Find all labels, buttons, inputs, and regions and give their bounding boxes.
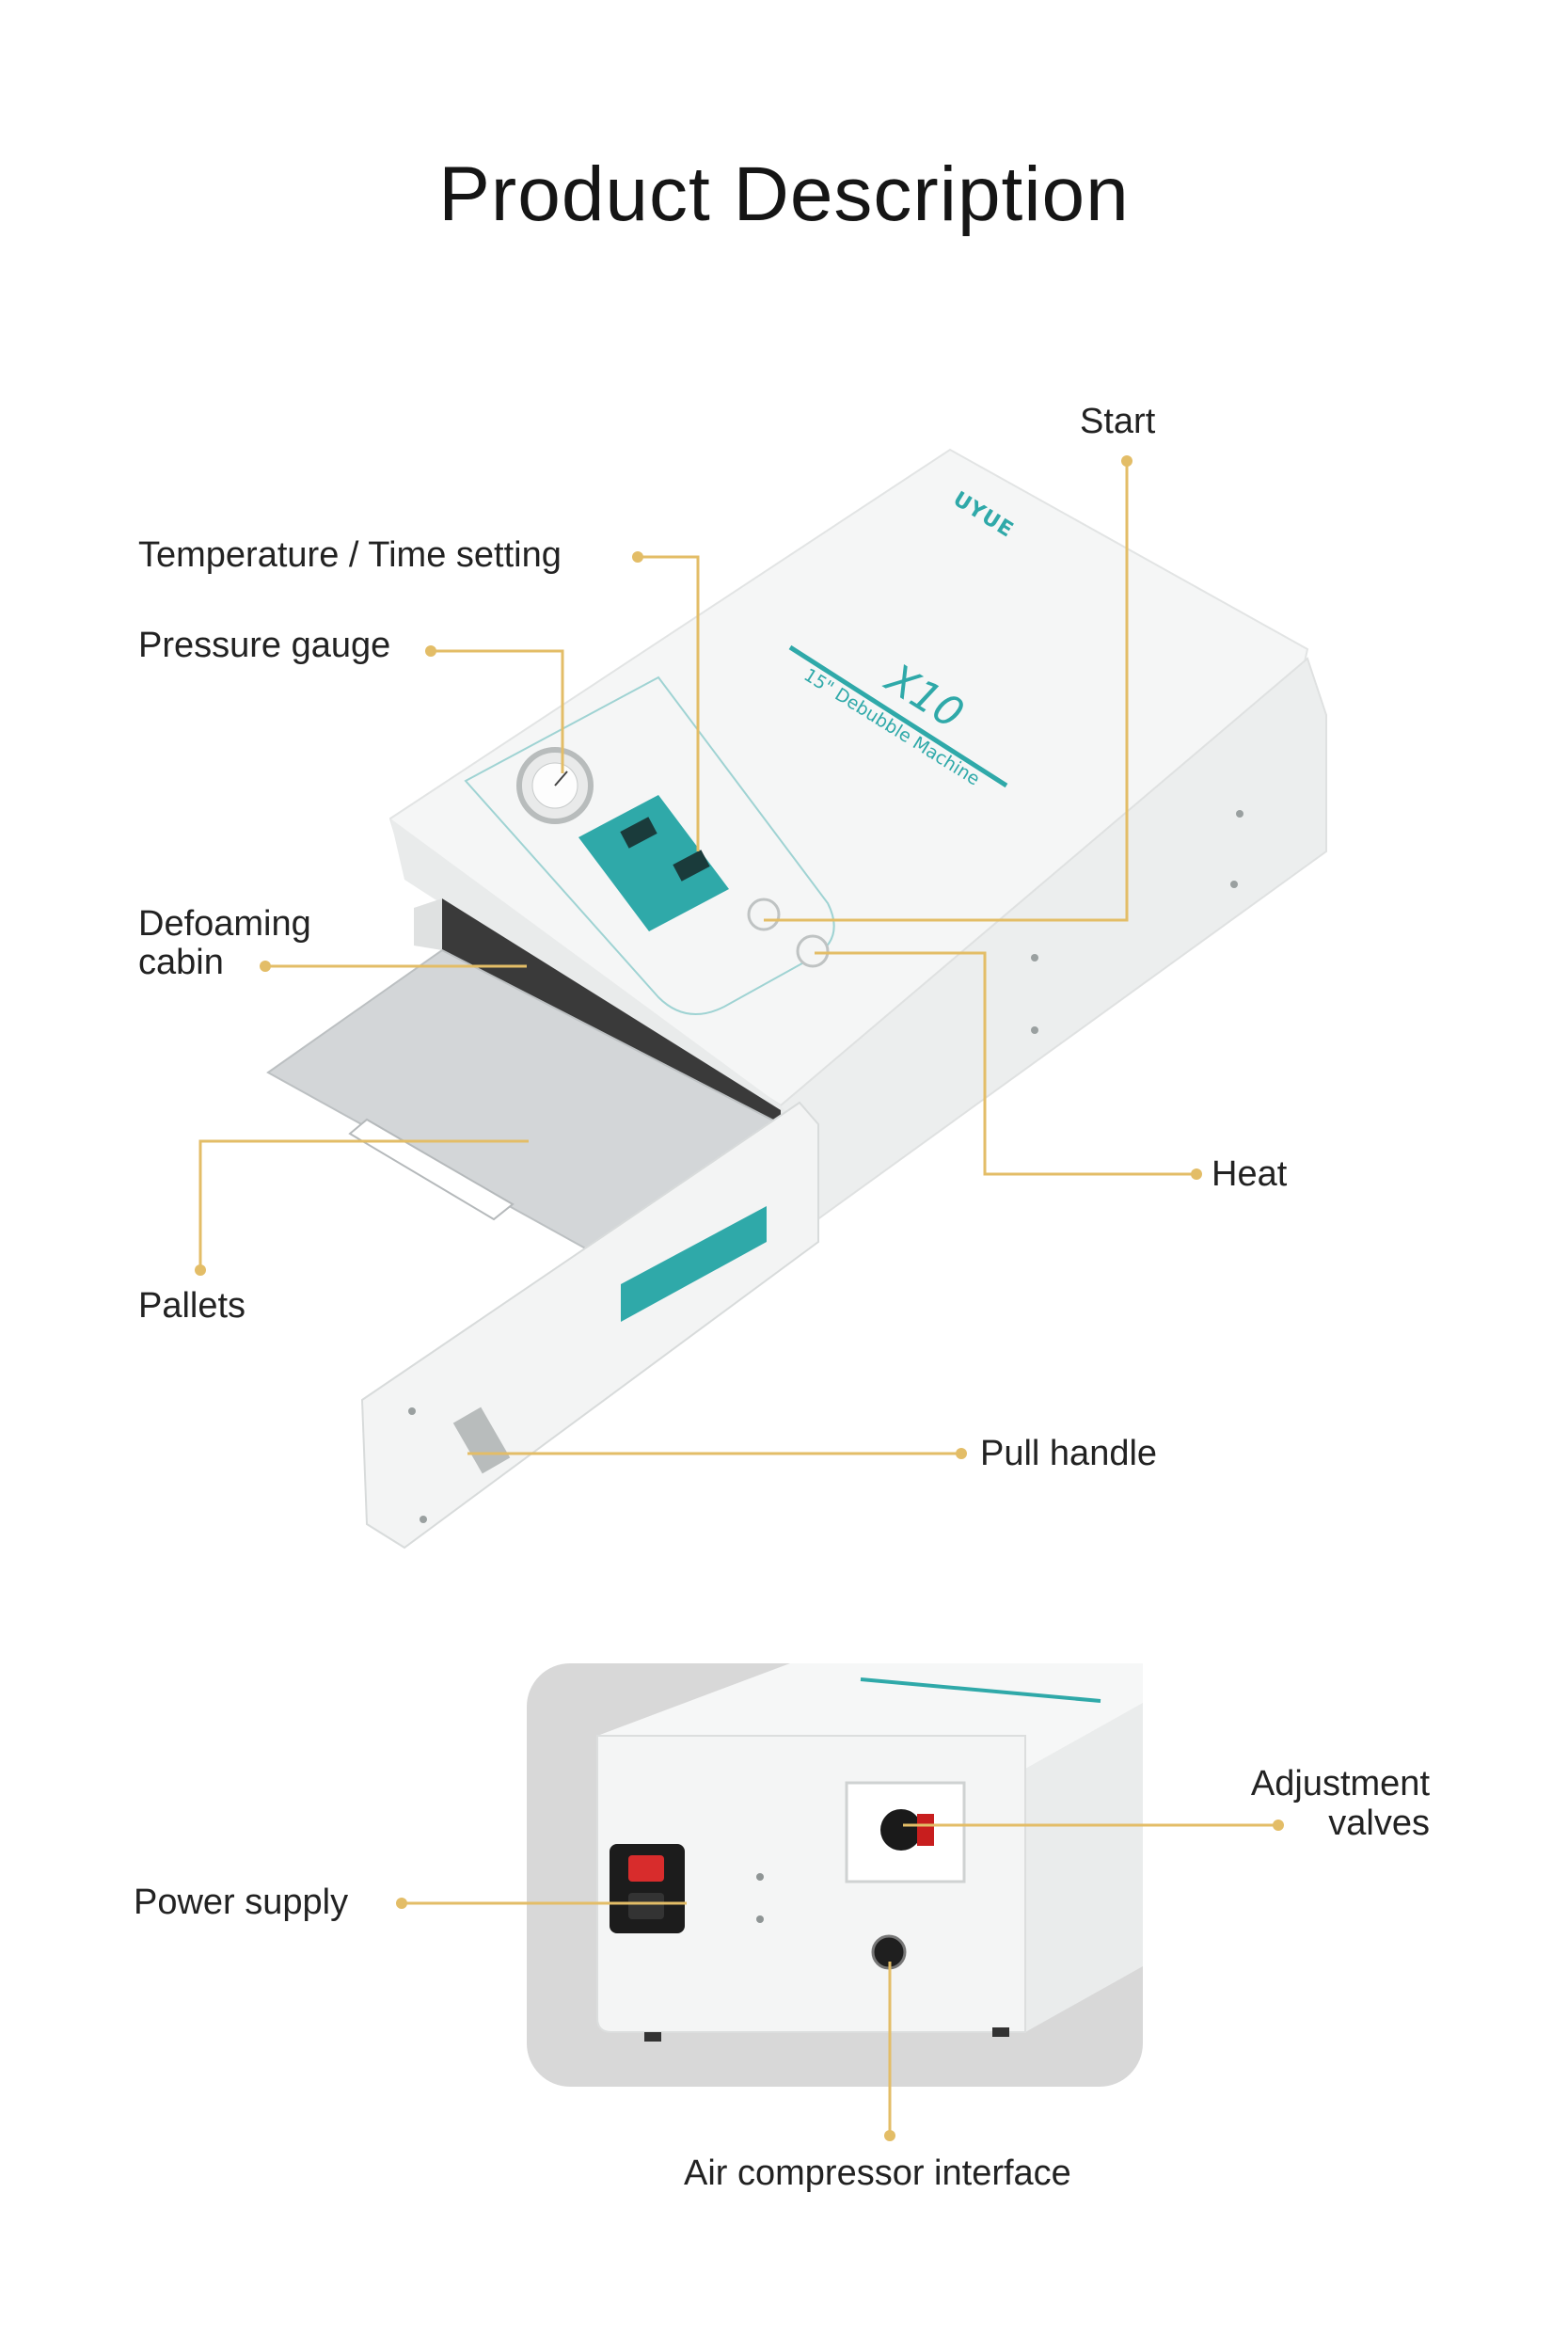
label-power-supply: Power supply (134, 1883, 349, 1922)
label-temperature-time: Temperature / Time setting (138, 535, 562, 575)
label-adjustment-line1: Adjustment (1250, 1764, 1430, 1804)
pull-handle-graphic (452, 1406, 511, 1474)
callout-line-start (764, 463, 1129, 922)
label-defoaming-line2: cabin (138, 943, 224, 982)
machine-front-edge (390, 818, 800, 1129)
heat-button-graphic (796, 934, 830, 968)
start-button-graphic (747, 898, 781, 931)
callout-line-pallets (198, 1139, 529, 1270)
label-pressure-gauge: Pressure gauge (138, 626, 391, 665)
callout-line-pressure (431, 649, 564, 773)
accent-line (788, 644, 1008, 788)
digital-display (578, 795, 729, 931)
cabin-opening (442, 898, 781, 1124)
label-start: Start (1080, 402, 1156, 441)
callout-line-heat (815, 951, 1195, 1176)
label-pull-handle: Pull handle (980, 1434, 1158, 1473)
label-heat: Heat (1212, 1154, 1288, 1194)
control-panel-outline (464, 675, 835, 1015)
label-adjustment-line2: valves (1328, 1804, 1430, 1843)
page-title: Product Description (438, 151, 1130, 237)
warning-label (621, 1206, 767, 1322)
adjustment-valve-knob (880, 1809, 922, 1851)
label-pallets: Pallets (138, 1286, 246, 1326)
label-air-compressor: Air compressor interface (684, 2153, 1071, 2193)
callout-line-temp (638, 555, 700, 851)
label-defoaming-line1: Defoaming (138, 904, 311, 944)
